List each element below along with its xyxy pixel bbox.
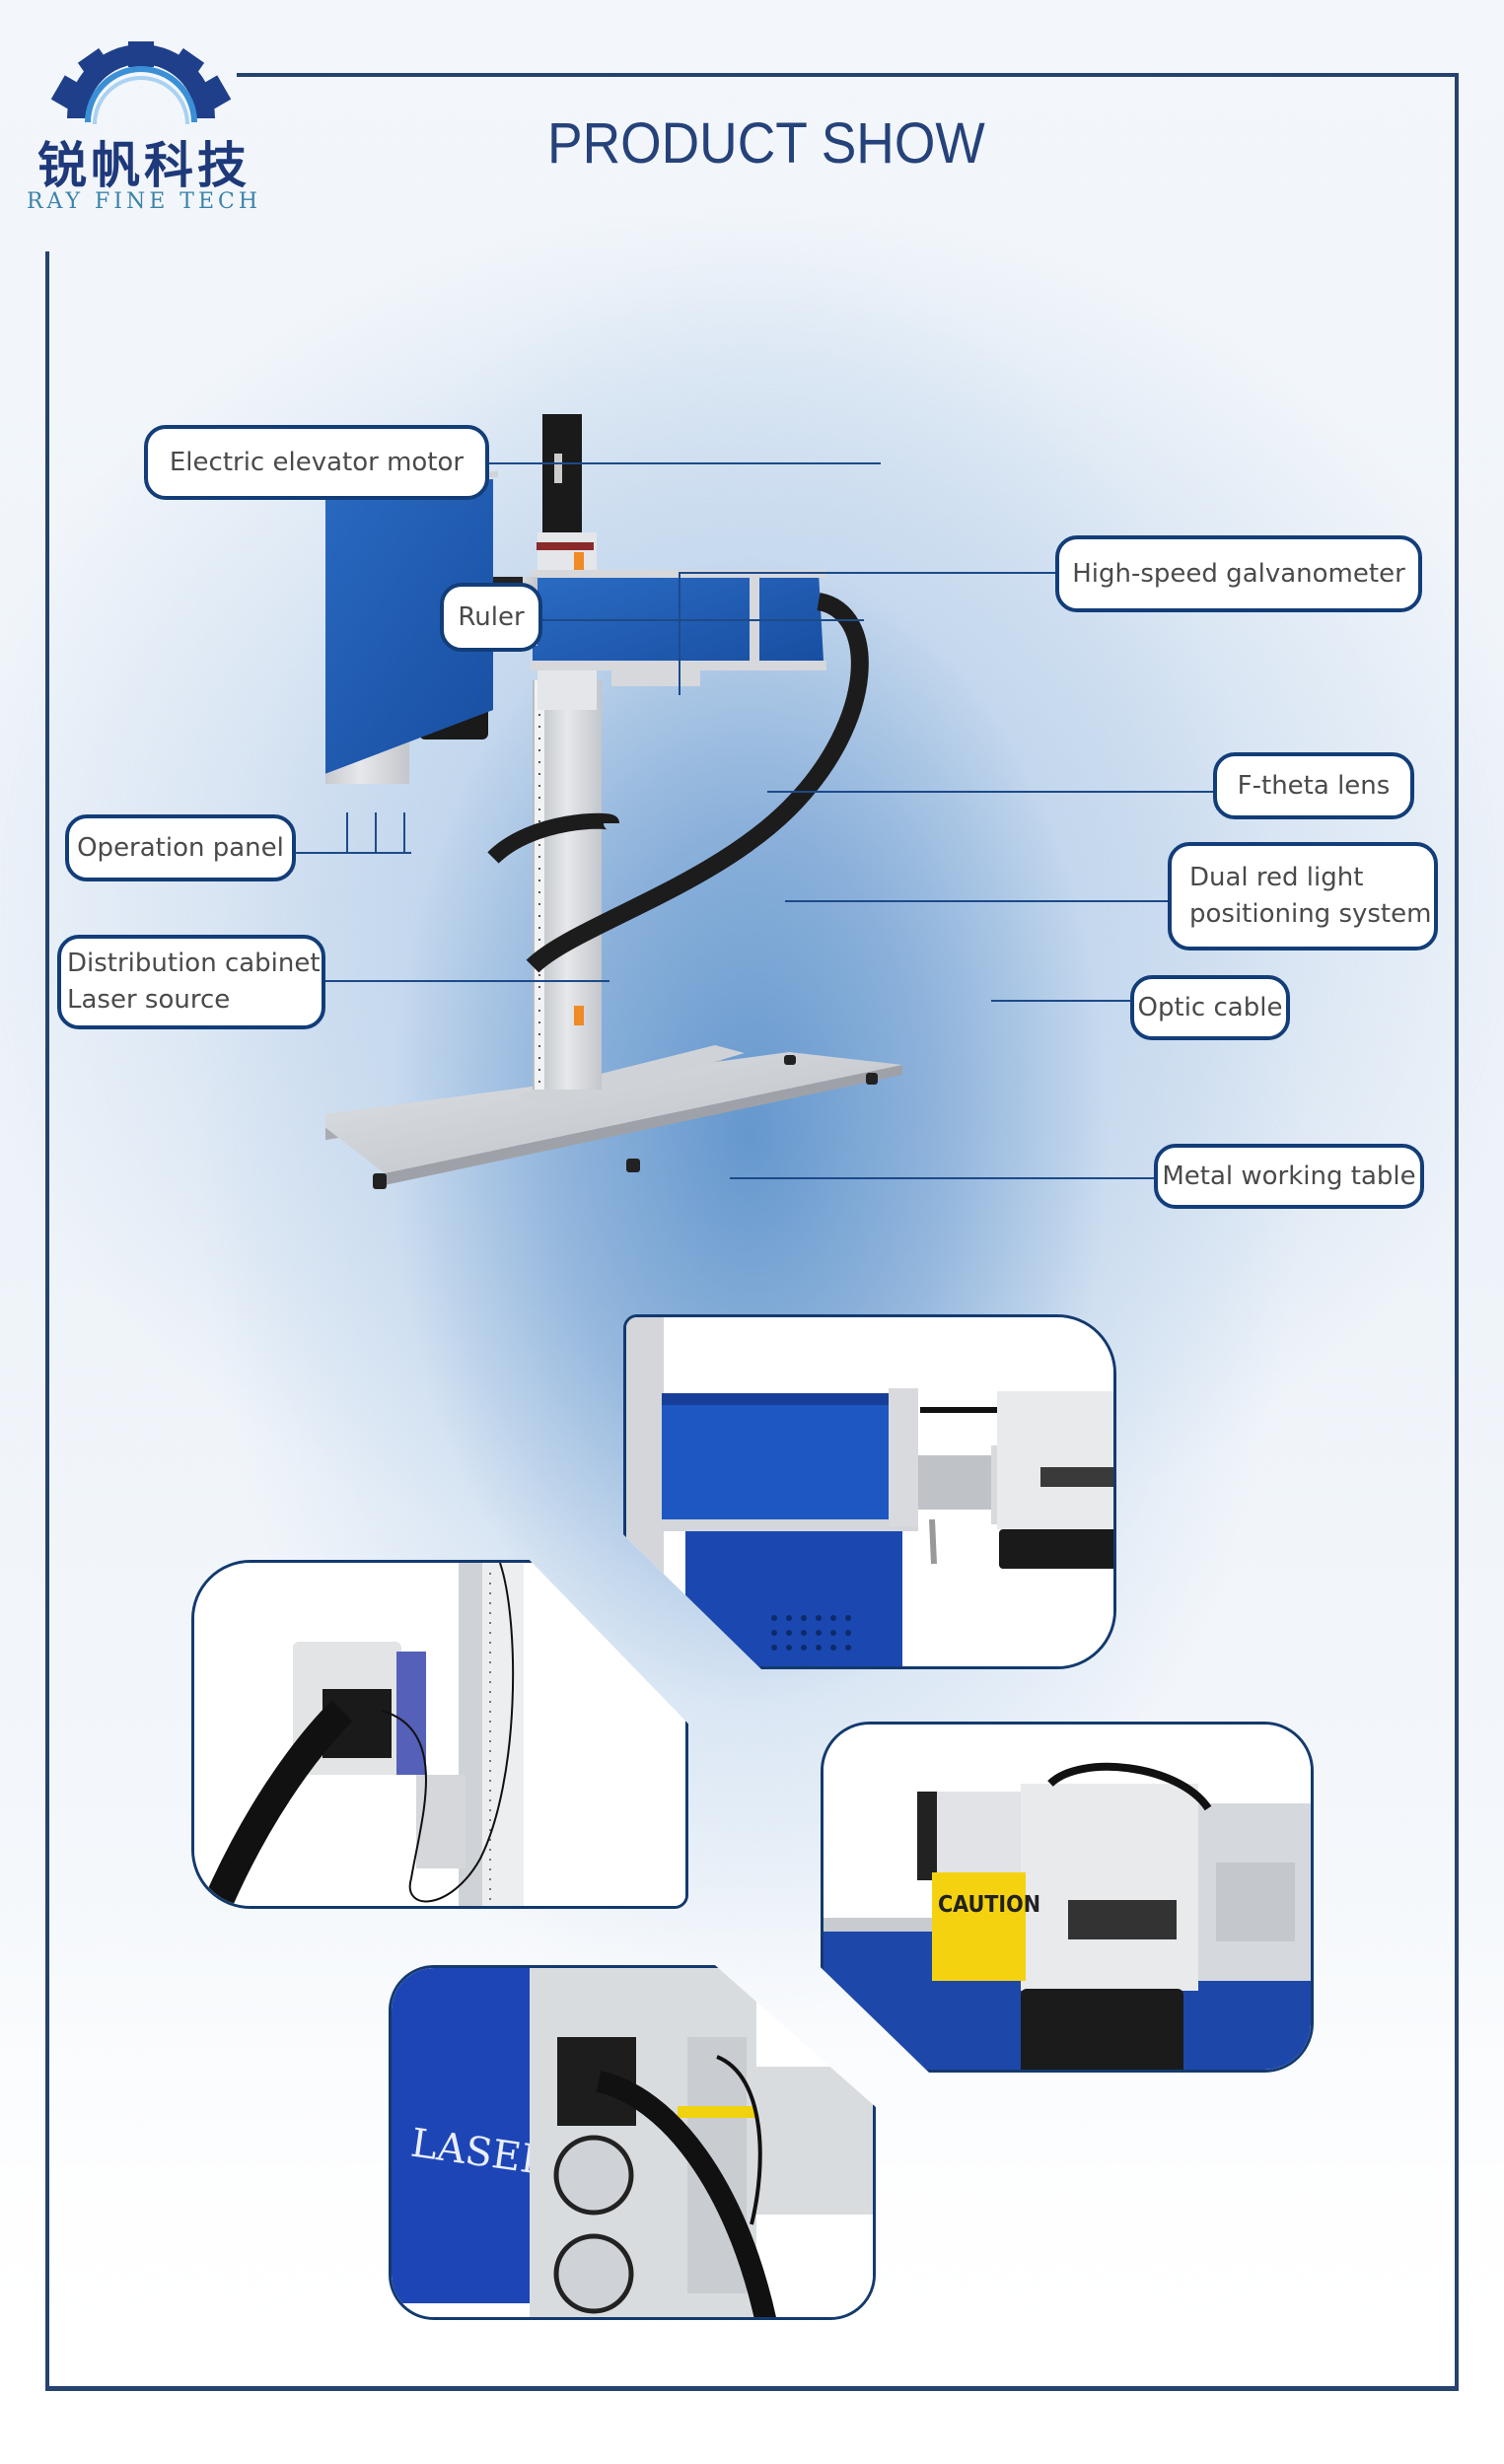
callout-label: Metal working table: [1162, 1161, 1416, 1191]
leader-line-cabinet: [323, 980, 609, 982]
callout-operation-panel: Operation panel: [65, 814, 296, 881]
detail-galvo-mount: [623, 1314, 1116, 1669]
callout-label-line2: Laser source: [67, 985, 231, 1015]
callout-label: Ruler: [458, 601, 525, 632]
leader-line-operation: [293, 852, 411, 854]
cabinet-rear-photo: LASER: [392, 1968, 873, 2317]
detail-galvo-head: CAUTION: [821, 1722, 1314, 2073]
frame-bottom-border: [45, 2386, 1459, 2391]
frame-top-border: [237, 73, 1459, 77]
callout-electric-elevator-motor: Electric elevator motor: [144, 425, 489, 500]
callout-distribution-cabinet: Distribution cabinet Laser source: [57, 935, 325, 1029]
frame-left-border: [45, 251, 49, 2390]
callout-label-line1: Distribution cabinet: [67, 949, 321, 978]
page-title: PRODUCT SHOW: [547, 111, 985, 176]
callout-label-line2: positioning system: [1189, 899, 1432, 929]
callout-label: High-speed galvanometer: [1072, 558, 1405, 589]
leader-line-operation-a: [346, 812, 348, 853]
callout-label: F-theta lens: [1237, 770, 1391, 801]
galvo-mount-photo: [626, 1317, 1113, 1666]
callout-optic-cable: Optic cable: [1130, 975, 1290, 1040]
callout-label: Electric elevator motor: [169, 447, 465, 477]
callout-f-theta-lens: F-theta lens: [1213, 752, 1414, 819]
leader-line-operation-c: [403, 812, 405, 853]
brand-name-en: RAY FINE TECH: [26, 189, 262, 214]
frame-right-border: [1455, 73, 1459, 2390]
callout-label: Optic cable: [1137, 992, 1283, 1022]
leader-line-table: [730, 1177, 1158, 1179]
leader-line-galvanometer-drop: [679, 572, 680, 695]
detail-cabinet-rear: LASER: [389, 1965, 876, 2320]
column-cable-photo: [194, 1563, 685, 1906]
leader-line-optic: [991, 1000, 1135, 1002]
leader-line-ftheta: [767, 791, 1219, 793]
gear-arc-icon: [50, 41, 232, 124]
galvo-head-photo: CAUTION: [824, 1725, 1311, 2070]
leader-line-dual-red: [785, 900, 1174, 902]
laser-marking-machine-image: CAUTION: [325, 414, 902, 1189]
callout-dual-red-light: Dual red light positioning system: [1168, 842, 1438, 950]
detail-column-cable: [191, 1560, 688, 1909]
callout-ruler: Ruler: [440, 583, 542, 652]
leader-line-ruler: [540, 619, 864, 621]
callout-label: Operation panel: [77, 832, 284, 863]
callout-high-speed-galvanometer: High-speed galvanometer: [1055, 535, 1422, 612]
callout-label-line1: Dual red light: [1189, 863, 1364, 892]
leader-line-galvanometer: [679, 572, 1059, 574]
brand-name-cn: 锐帆科技: [37, 137, 251, 194]
caution-label-text: CAUTION: [938, 1892, 1040, 1918]
leader-line-operation-b: [375, 812, 377, 853]
brand-logo: 锐帆科技 RAY FINE TECH: [24, 39, 260, 227]
leader-line-motor: [486, 462, 881, 464]
callout-metal-working-table: Metal working table: [1154, 1144, 1424, 1209]
